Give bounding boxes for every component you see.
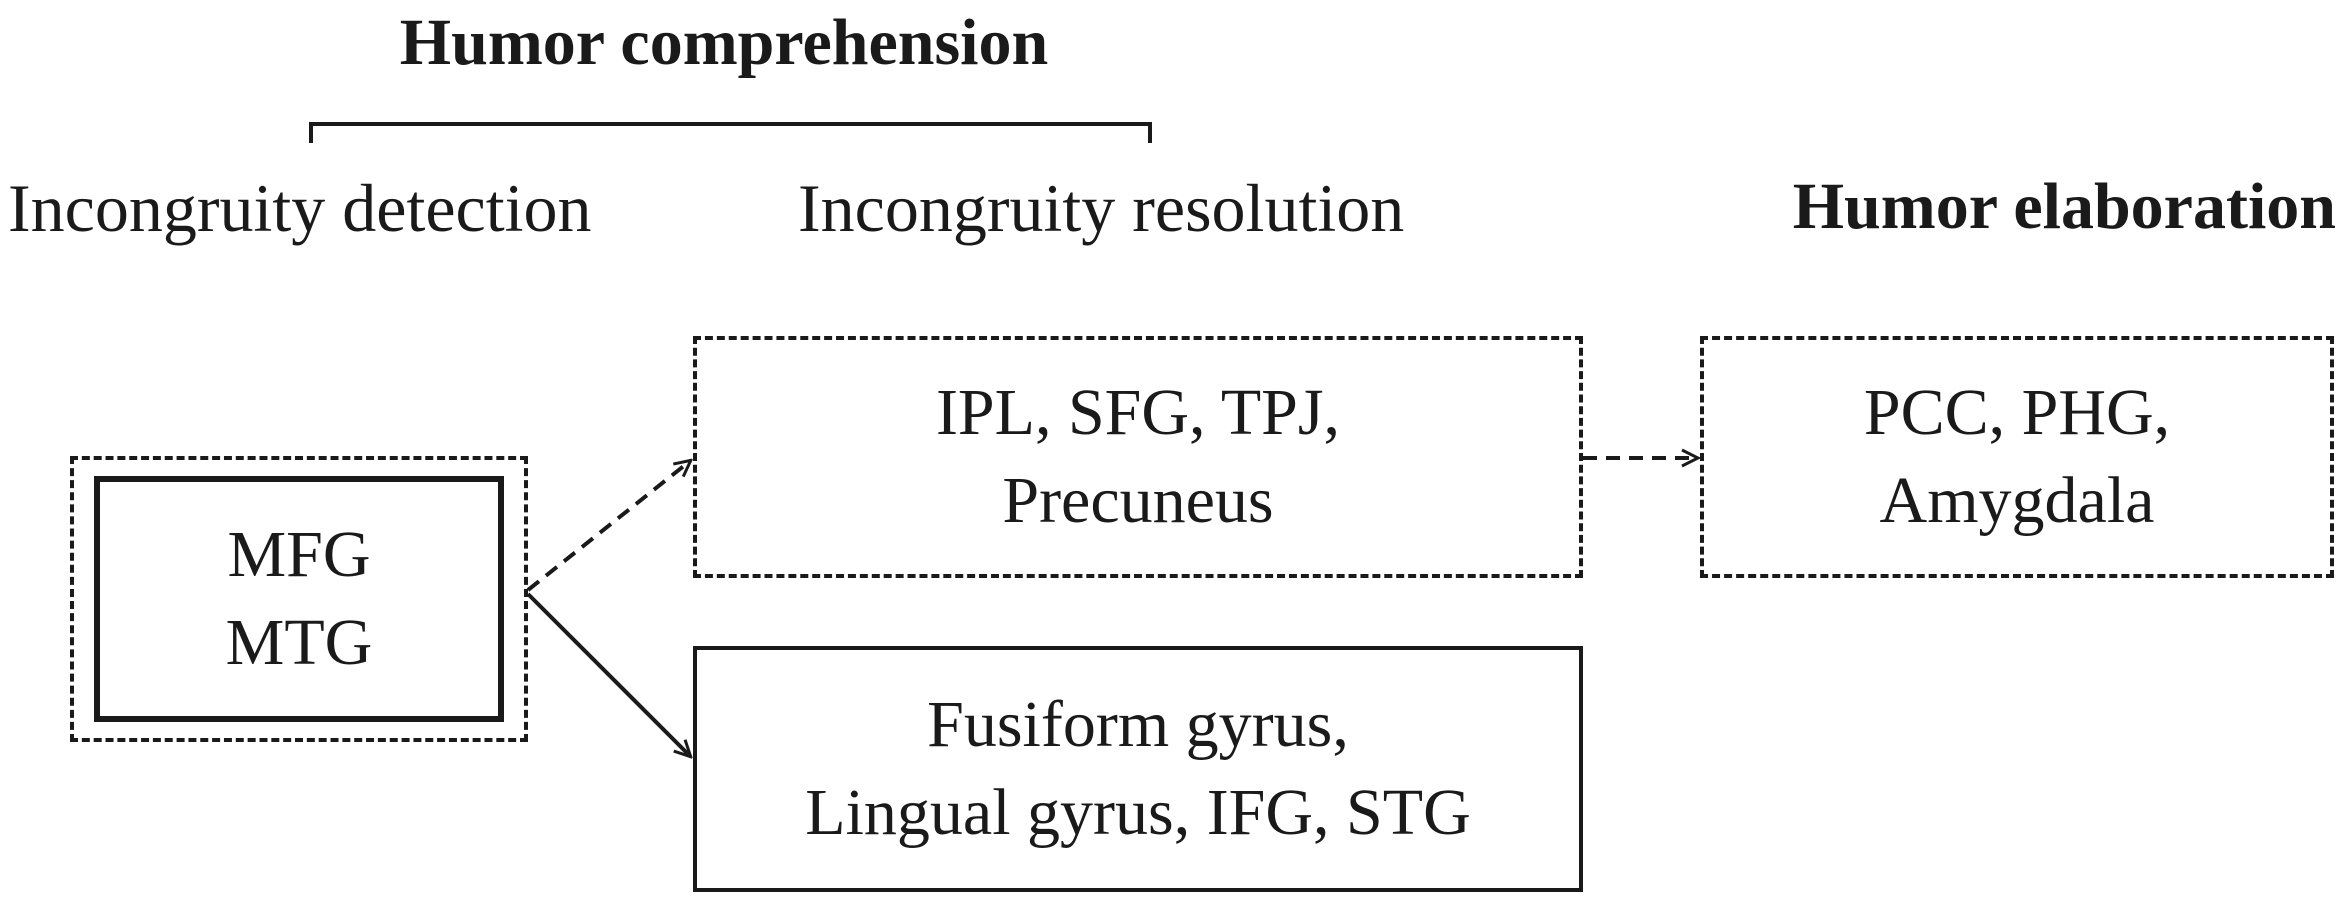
incongruity-detection-label: Incongruity detection xyxy=(8,170,592,246)
elaboration-dashed-box: PCC, PHG, Amygdala xyxy=(1700,336,2334,578)
arrow-detection-to-resolution-solid xyxy=(526,592,690,756)
humor-comprehension-title: Humor comprehension xyxy=(399,6,1049,79)
arrow-detection-to-resolution-dashed xyxy=(526,461,690,592)
detection-outer-dashed-box xyxy=(70,456,528,742)
comprehension-bracket xyxy=(309,122,1152,143)
humor-elaboration-title: Humor elaboration xyxy=(1792,170,2336,243)
elaboration-line-1: PCC, PHG, xyxy=(1863,376,2171,450)
resolution-solid-box: Fusiform gyrus, Lingual gyrus, IFG, STG xyxy=(693,646,1583,892)
detection-box: MFG MTG xyxy=(94,476,504,722)
elaboration-line-2: Amygdala xyxy=(1879,464,2155,537)
resolution-dashed-box: IPL, SFG, TPJ, Precuneus xyxy=(693,336,1583,578)
resolution-solid-line-1: Fusiform gyrus, xyxy=(927,688,1349,762)
resolution-dashed-line-1: IPL, SFG, TPJ, xyxy=(935,376,1341,450)
resolution-solid-line-2: Lingual gyrus, IFG, STG xyxy=(805,776,1471,849)
resolution-dashed-line-2: Precuneus xyxy=(1002,464,1274,537)
incongruity-resolution-label: Incongruity resolution xyxy=(798,170,1405,246)
detection-region-1: MFG xyxy=(227,518,371,592)
detection-region-2: MTG xyxy=(225,606,373,679)
